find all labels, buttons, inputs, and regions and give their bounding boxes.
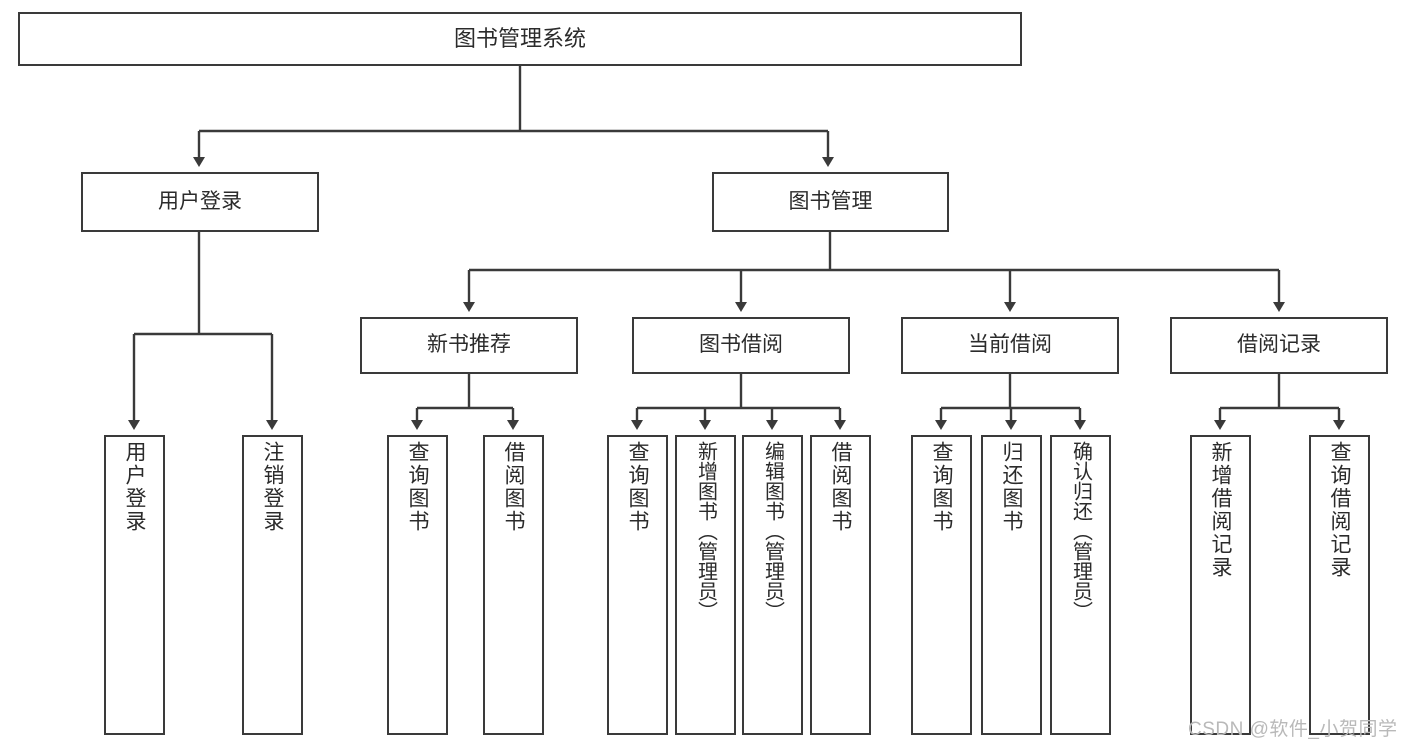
node-book-manage[interactable]: 图书管理 [712,172,949,232]
node-leaf-add-book[interactable]: 新增图书（管理员） [675,435,736,735]
node-new-book-recommend[interactable]: 新书推荐 [360,317,578,374]
node-leaf-return-book[interactable]: 归还图书 [981,435,1042,735]
node-leaf-add-book-label: 新增图书（管理员） [694,441,717,621]
node-leaf-query-book-1[interactable]: 查询图书 [387,435,448,735]
node-leaf-borrow-book-1-label: 借阅图书 [502,441,525,533]
node-root[interactable]: 图书管理系统 [18,12,1022,66]
node-leaf-query-record[interactable]: 查询借阅记录 [1309,435,1370,735]
node-leaf-borrow-book-2-label: 借阅图书 [829,441,852,533]
csdn-watermark: CSDN @软件_小贺同学 [1188,719,1398,740]
node-user-login[interactable]: 用户登录 [81,172,319,232]
node-leaf-return-book-label: 归还图书 [1000,441,1023,533]
node-leaf-borrow-book-2[interactable]: 借阅图书 [810,435,871,735]
node-leaf-query-book-1-label: 查询图书 [406,441,429,533]
node-leaf-query-book-2[interactable]: 查询图书 [607,435,668,735]
node-current-borrow[interactable]: 当前借阅 [901,317,1119,374]
node-user-login-label: 用户登录 [158,189,242,213]
node-leaf-query-record-label: 查询借阅记录 [1328,441,1351,579]
node-new-book-recommend-label: 新书推荐 [427,333,511,357]
node-leaf-edit-book[interactable]: 编辑图书（管理员） [742,435,803,735]
node-leaf-add-record-label: 新增借阅记录 [1209,441,1232,579]
node-leaf-query-book-2-label: 查询图书 [626,441,649,533]
node-book-manage-label: 图书管理 [788,189,873,213]
node-leaf-confirm-return-label: 确认归还（管理员） [1069,441,1092,621]
node-leaf-user-login[interactable]: 用户登录 [104,435,165,735]
node-leaf-user-login-label: 用户登录 [123,441,146,533]
node-leaf-confirm-return[interactable]: 确认归还（管理员） [1050,435,1111,735]
node-borrow-record[interactable]: 借阅记录 [1170,317,1388,374]
node-leaf-borrow-book-1[interactable]: 借阅图书 [483,435,544,735]
node-leaf-logout[interactable]: 注销登录 [242,435,303,735]
node-current-borrow-label: 当前借阅 [968,333,1052,357]
node-book-borrow[interactable]: 图书借阅 [632,317,850,374]
node-leaf-logout-label: 注销登录 [261,441,284,533]
node-leaf-query-book-3-label: 查询图书 [930,441,953,533]
node-book-borrow-label: 图书借阅 [699,333,783,357]
node-root-label: 图书管理系统 [453,26,586,52]
node-leaf-add-record[interactable]: 新增借阅记录 [1190,435,1251,735]
node-borrow-record-label: 借阅记录 [1237,333,1321,357]
node-leaf-edit-book-label: 编辑图书（管理员） [761,441,784,621]
node-leaf-query-book-3[interactable]: 查询图书 [911,435,972,735]
